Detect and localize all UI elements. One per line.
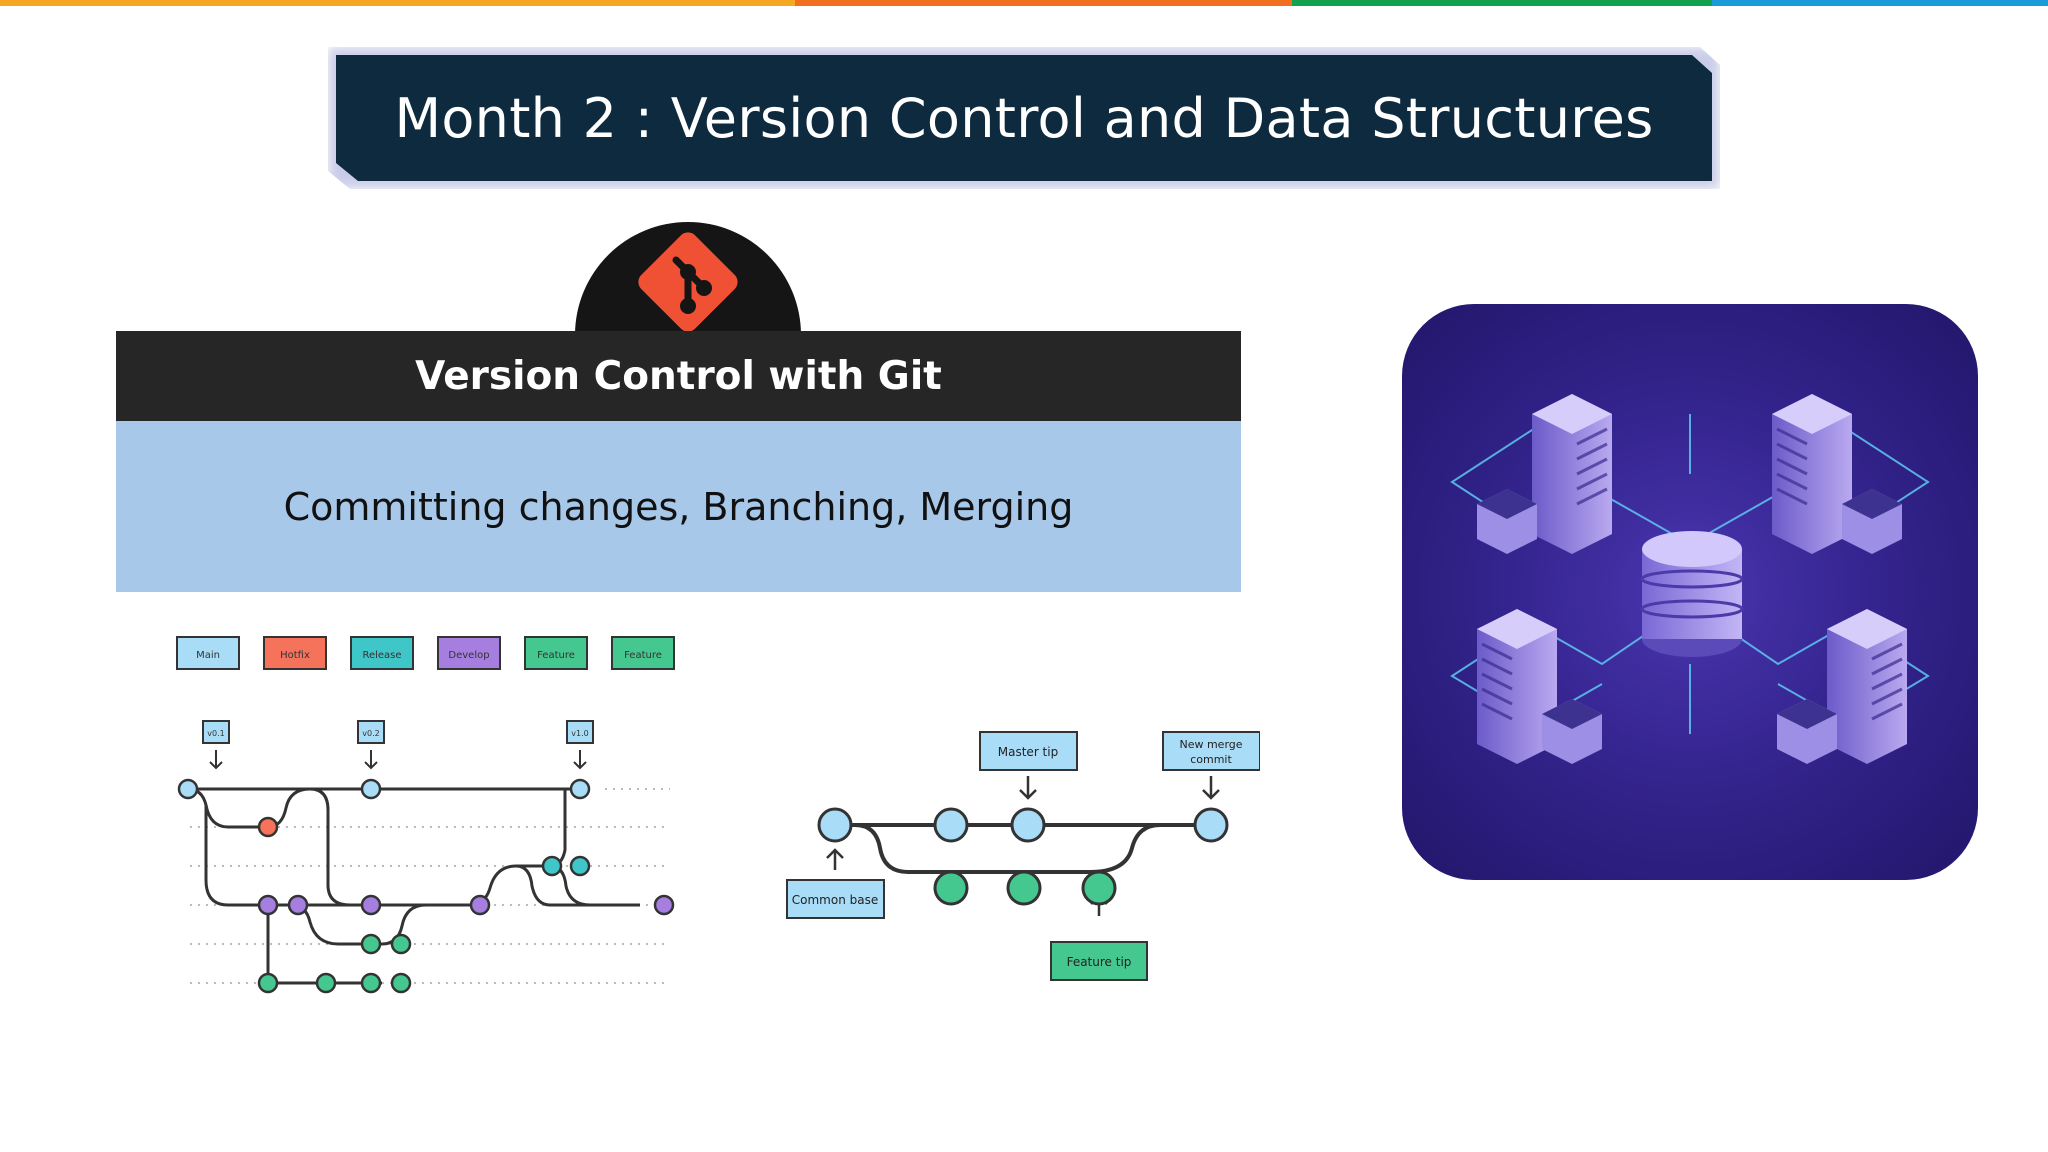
merge-diagram: Master tip New merge commit Common base …: [780, 720, 1261, 990]
accent-blue: [1712, 0, 2048, 6]
git-card-body: Committing changes, Branching, Merging: [116, 421, 1241, 592]
tag-v02: v0.2: [362, 729, 379, 738]
database-servers-icon: [1450, 394, 1930, 764]
accent-orange: [0, 0, 795, 6]
git-card-topics: Committing changes, Branching, Merging: [283, 484, 1074, 529]
git-card-header: Version Control with Git: [116, 331, 1241, 421]
tag-v01: v0.1: [207, 729, 224, 738]
master-tip-label: Master tip: [998, 745, 1058, 759]
git-logo-icon: [638, 232, 738, 332]
git-card-title: Version Control with Git: [415, 353, 942, 399]
legend-feature-1: Feature: [537, 650, 575, 661]
legend-release: Release: [362, 650, 401, 661]
legend-feature-2: Feature: [624, 650, 662, 661]
gitflow-legend: Main Hotfix Release Develop Feature Feat…: [176, 636, 675, 670]
feature-tip-label: Feature tip: [1067, 955, 1132, 969]
database-servers-illustration: [1402, 304, 1978, 880]
legend-develop: Develop: [448, 650, 489, 661]
accent-green: [1292, 0, 1712, 6]
accent-red: [795, 0, 1292, 6]
slide-title: Month 2 : Version Control and Data Struc…: [394, 86, 1654, 150]
gitflow-tags: v0.1 v0.2 v1.0: [202, 720, 594, 770]
legend-hotfix: Hotfix: [280, 650, 310, 661]
gitflow-diagram: Main Hotfix Release Develop Feature Feat…: [170, 630, 690, 1000]
tag-v10: v1.0: [571, 729, 588, 738]
title-banner: Month 2 : Version Control and Data Struc…: [336, 55, 1712, 181]
new-merge-commit-label-1: New merge: [1179, 738, 1242, 751]
legend-main: Main: [196, 650, 220, 661]
top-accent-bar: [0, 0, 2048, 6]
common-base-label: Common base: [792, 893, 878, 907]
new-merge-commit-label-2: commit: [1190, 753, 1232, 766]
